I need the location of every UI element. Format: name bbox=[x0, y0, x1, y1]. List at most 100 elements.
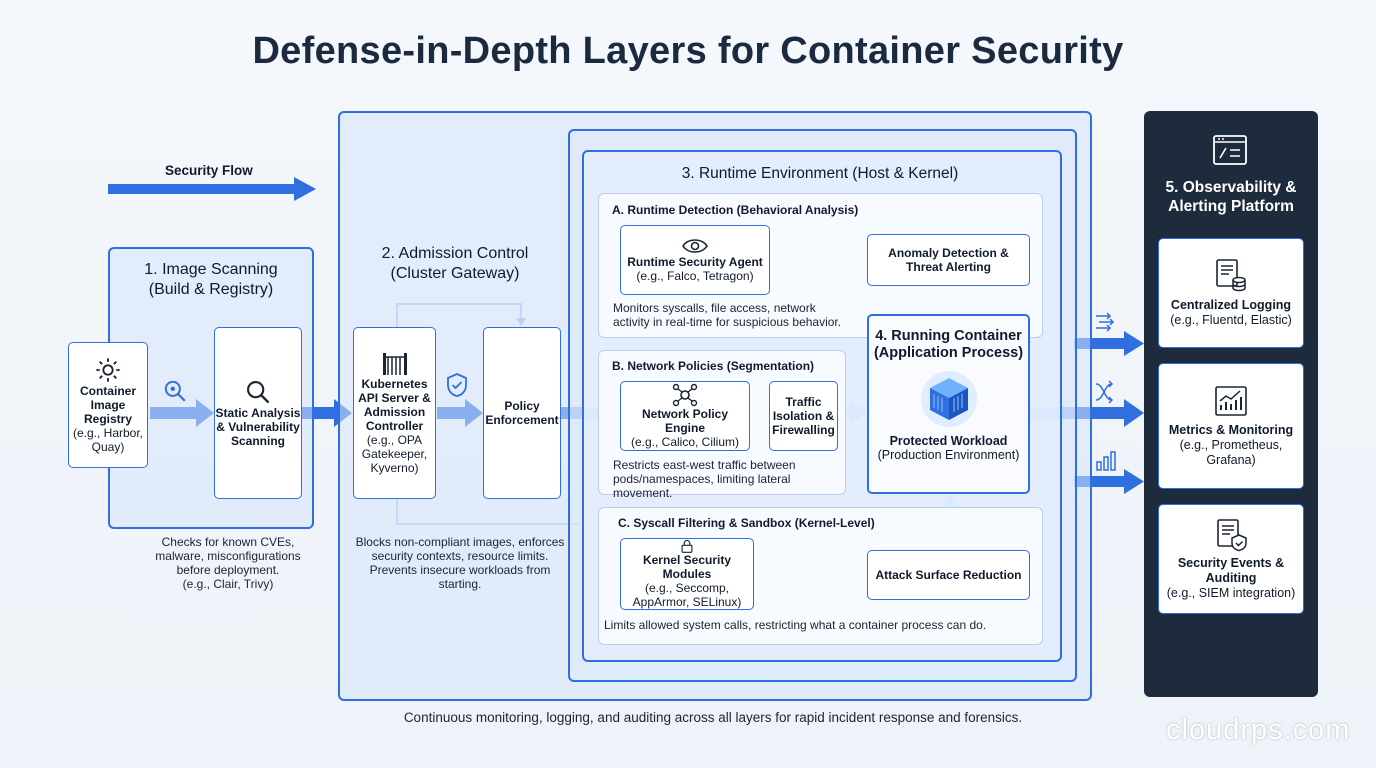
modules-example-1: (e.g., Seccomp, bbox=[644, 581, 730, 595]
api-label-3: Admission bbox=[363, 405, 426, 419]
runtime-detection-heading: A. Runtime Detection (Behavioral Analysi… bbox=[612, 203, 859, 217]
security-flow-arrow bbox=[108, 177, 316, 201]
heading-line-2: (Cluster Gateway) bbox=[390, 265, 520, 282]
security-examples: (e.g., SIEM integration) bbox=[1166, 585, 1296, 600]
dashboard-icon bbox=[1212, 134, 1248, 171]
anomaly-detection-card[interactable]: Anomaly Detection & Threat Alerting bbox=[867, 234, 1030, 286]
api-example-2: Gatekeeper, bbox=[361, 447, 428, 461]
observability-heading: 5. Observability & Alerting Platform bbox=[1144, 178, 1318, 216]
policy-label-1: Policy bbox=[504, 399, 540, 413]
admission-note: Blocks non-compliant images, enforces se… bbox=[352, 535, 568, 591]
shield-check-icon bbox=[445, 372, 469, 403]
security-label-1: Security Events & bbox=[1177, 555, 1285, 570]
data-flow-icon bbox=[1096, 312, 1115, 332]
engine-examples: (e.g., Calico, Cilium) bbox=[630, 435, 740, 449]
modules-example-2: AppArmor, SELinux) bbox=[632, 595, 742, 609]
static-analysis-card[interactable]: Static Analysis & Vulnerability Scanning bbox=[214, 327, 302, 499]
arrow-to-logging bbox=[1074, 331, 1144, 356]
heading-line-2: (Build & Registry) bbox=[148, 281, 274, 298]
note-line: (e.g., Clair, Trivy) bbox=[182, 577, 274, 591]
policy-enforcement-card[interactable]: Policy Enforcement bbox=[483, 327, 561, 499]
isolation-label-3: Firewalling bbox=[772, 423, 835, 437]
image-scanning-note: Checks for known CVEs, malware, misconfi… bbox=[140, 535, 316, 591]
note-line: malware, misconfigurations bbox=[155, 549, 301, 563]
watermark: cloudrps.com bbox=[1166, 714, 1351, 746]
lock-icon bbox=[681, 539, 693, 553]
centralized-logging-card[interactable]: Centralized Logging (e.g., Fluentd, Elas… bbox=[1158, 238, 1304, 348]
note-line: Blocks non-compliant images, enforces bbox=[355, 535, 565, 549]
runtime-heading: 3. Runtime Environment (Host & Kernel) bbox=[681, 165, 959, 182]
network-engine-card[interactable]: Network Policy Engine (e.g., Calico, Cil… bbox=[620, 381, 750, 451]
chart-icon bbox=[1215, 385, 1247, 416]
workload-label: Protected Workload bbox=[889, 434, 1008, 448]
logging-label: Centralized Logging bbox=[1170, 298, 1292, 312]
attack-surface-card[interactable]: Attack Surface Reduction bbox=[867, 550, 1030, 600]
kernel-modules-card[interactable]: Kernel Security Modules (e.g., Seccomp, … bbox=[620, 538, 754, 610]
network-icon bbox=[672, 383, 698, 407]
registry-example-1: (e.g., Harbor, bbox=[72, 426, 144, 440]
metrics-label: Metrics & Monitoring bbox=[1168, 422, 1294, 437]
shuffle-icon bbox=[1095, 380, 1114, 404]
traffic-isolation-card[interactable]: Traffic Isolation & Firewalling bbox=[769, 381, 838, 451]
note-line: Restricts east-west traffic between bbox=[613, 458, 796, 472]
footer-note: Continuous monitoring, logging, and audi… bbox=[403, 710, 1023, 725]
syscall-note: Limits allowed system calls, restricting… bbox=[604, 618, 987, 632]
note-line: pods/namespaces, limiting lateral moveme… bbox=[613, 472, 791, 500]
api-label-2: API Server & bbox=[358, 391, 431, 405]
workload-sub: (Production Environment) bbox=[877, 448, 1020, 462]
policy-label-2: Enforcement bbox=[485, 413, 559, 427]
note-line: Prevents insecure workloads from bbox=[369, 563, 551, 577]
isolation-label-1: Traffic bbox=[785, 395, 822, 409]
heading-line-1: 1. Image Scanning bbox=[144, 261, 278, 278]
eye-icon bbox=[682, 239, 708, 253]
engine-label: Network Policy Engine bbox=[641, 407, 729, 435]
runtime-detection-note: Monitors syscalls, file access, network … bbox=[613, 301, 853, 329]
note-line: security contexts, resource limits. bbox=[371, 549, 549, 563]
container-heading-1: 4. Running Container bbox=[875, 328, 1022, 344]
gear-icon bbox=[96, 358, 120, 382]
registry-example-2: Quay) bbox=[91, 440, 125, 454]
api-server-card[interactable]: Kubernetes API Server & Admission Contro… bbox=[353, 327, 436, 499]
note-line: Checks for known CVEs, bbox=[161, 535, 295, 549]
anomaly-label-1: Anomaly Detection & bbox=[888, 246, 1009, 260]
image-scanning-heading: 1. Image Scanning (Build & Registry) bbox=[108, 260, 314, 300]
api-label-4: Controller bbox=[365, 419, 424, 433]
note-line: Monitors syscalls, file access, network bbox=[613, 301, 816, 315]
security-events-card[interactable]: Security Events & Auditing (e.g., SIEM i… bbox=[1158, 504, 1304, 614]
magnify-icon bbox=[162, 378, 188, 409]
registry-label-1: Container bbox=[79, 384, 136, 398]
agent-examples: (e.g., Falco, Tetragon) bbox=[636, 269, 754, 283]
runtime-agent-card[interactable]: Runtime Security Agent (e.g., Falco, Tet… bbox=[620, 225, 770, 295]
logging-examples: (e.g., Fluentd, Elastic) bbox=[1170, 313, 1292, 327]
api-example-3: Kyverno) bbox=[370, 461, 419, 475]
note-line: activity in real-time for suspicious beh… bbox=[613, 315, 842, 329]
api-label-1: Kubernetes bbox=[361, 377, 428, 391]
security-label-2: Auditing bbox=[1205, 570, 1257, 585]
heading-line-1: 2. Admission Control bbox=[381, 245, 529, 262]
scanner-label-3: Scanning bbox=[230, 434, 285, 448]
note-line: before deployment. bbox=[176, 563, 280, 577]
security-flow-label: Security Flow bbox=[165, 163, 253, 178]
arrow-to-security-events bbox=[1074, 469, 1144, 494]
running-container-card[interactable]: 4. Running Container (Application Proces… bbox=[867, 314, 1030, 494]
agent-label: Runtime Security Agent bbox=[627, 255, 763, 269]
admission-heading: 2. Admission Control (Cluster Gateway) bbox=[355, 244, 555, 284]
container-heading-2: (Application Process) bbox=[873, 345, 1024, 361]
metrics-example-1: (e.g., Prometheus, bbox=[1179, 437, 1283, 452]
isolation-label-2: Isolation & bbox=[772, 409, 835, 423]
container-registry-card[interactable]: Container Image Registry (e.g., Harbor, … bbox=[68, 342, 148, 468]
page-title: Defense-in-Depth Layers for Container Se… bbox=[252, 30, 1124, 72]
note-line: starting. bbox=[438, 577, 482, 591]
heading-line-1: 5. Observability & bbox=[1165, 179, 1297, 196]
anomaly-label-2: Threat Alerting bbox=[906, 260, 991, 274]
scanner-label-2: & Vulnerability bbox=[216, 420, 300, 434]
network-note: Restricts east-west traffic between pods… bbox=[613, 458, 845, 500]
network-policies-heading: B. Network Policies (Segmentation) bbox=[612, 359, 815, 373]
search-icon bbox=[247, 381, 270, 404]
metrics-monitoring-card[interactable]: Metrics & Monitoring (e.g., Prometheus, … bbox=[1158, 363, 1304, 489]
heading-line-2: Alerting Platform bbox=[1168, 198, 1294, 215]
metrics-example-2: Grafana) bbox=[1206, 452, 1256, 467]
gate-icon bbox=[382, 353, 407, 375]
modules-label: Kernel Security Modules bbox=[642, 553, 732, 581]
syscall-heading: C. Syscall Filtering & Sandbox (Kernel-L… bbox=[618, 516, 875, 530]
